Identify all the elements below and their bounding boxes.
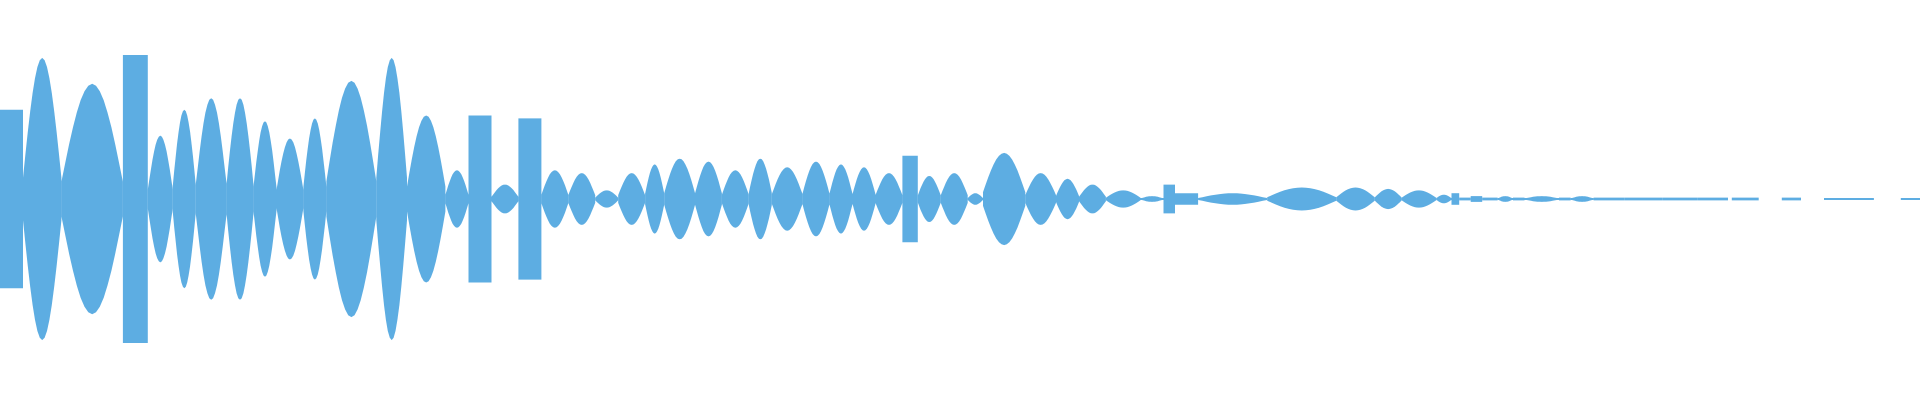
waveform-segment	[771, 167, 803, 231]
waveform-segment	[376, 57, 407, 341]
waveform-segment	[1175, 193, 1199, 205]
waveform-segment	[1697, 197, 1728, 201]
waveform-segment	[595, 190, 619, 208]
waveform-segment	[1513, 197, 1525, 201]
waveform-segment	[1374, 188, 1402, 210]
waveform-segment	[1624, 197, 1663, 201]
waveform-segment	[829, 164, 853, 234]
waveform-segment	[902, 155, 918, 243]
waveform-segment	[1570, 196, 1594, 202]
waveform-segment	[568, 173, 596, 225]
waveform-segment	[1731, 197, 1759, 201]
waveform-segment	[1781, 197, 1801, 201]
waveform-segment	[195, 98, 227, 300]
waveform-segment	[664, 158, 695, 240]
waveform-segment	[1436, 194, 1452, 204]
waveform-segment	[983, 152, 1026, 246]
waveform-segment	[1470, 196, 1483, 202]
waveform-segment	[1079, 184, 1106, 214]
waveform-segment	[852, 167, 876, 231]
waveform-segment	[1524, 196, 1559, 202]
waveform-segment	[326, 80, 377, 318]
waveform-segment	[695, 161, 722, 237]
waveform-segment	[967, 193, 983, 205]
waveform-segment	[491, 184, 519, 214]
waveform-segment	[1056, 178, 1079, 220]
waveform-segment	[1559, 197, 1571, 201]
waveform-segment	[1593, 197, 1625, 201]
waveform-segment	[1336, 187, 1375, 211]
waveform-segment	[645, 164, 665, 234]
waveform-segment	[1105, 190, 1141, 208]
waveform-segment	[940, 173, 968, 225]
waveform-segment	[1267, 187, 1337, 211]
waveform-segment	[1662, 197, 1698, 201]
waveform-segment	[917, 176, 941, 222]
waveform-segment	[1824, 198, 1874, 200]
waveform-segment	[61, 83, 123, 315]
waveform-segment	[1163, 184, 1175, 214]
waveform-segment	[468, 115, 492, 283]
waveform-segment	[1497, 196, 1513, 202]
waveform-segment	[253, 121, 277, 277]
waveform-segment	[1459, 197, 1471, 201]
waveform-segment	[541, 170, 569, 228]
waveform-segment	[0, 109, 23, 289]
waveform-segment	[802, 161, 830, 237]
waveform-segment	[147, 135, 173, 263]
waveform-segment	[748, 158, 772, 240]
waveform-segment	[303, 118, 327, 280]
waveform-segment	[518, 118, 542, 280]
waveform-segment	[1198, 193, 1268, 205]
waveform-segment	[407, 115, 446, 283]
waveform-segment	[721, 170, 749, 228]
waveform-segment	[1025, 173, 1056, 225]
waveform-segment	[1900, 198, 1920, 200]
waveform-segment	[122, 55, 148, 343]
waveform-segment	[276, 138, 304, 260]
waveform-segment	[618, 173, 646, 225]
waveform-segment	[23, 57, 62, 341]
waveform-segment	[1401, 190, 1437, 208]
waveform-segment	[1140, 196, 1164, 202]
waveform-segment	[226, 98, 254, 300]
waveform-segment	[1451, 193, 1460, 205]
waveform-segment	[875, 173, 903, 225]
waveform-segment	[445, 170, 469, 228]
waveform-segment	[172, 109, 196, 289]
waveform-segment	[1482, 197, 1498, 201]
